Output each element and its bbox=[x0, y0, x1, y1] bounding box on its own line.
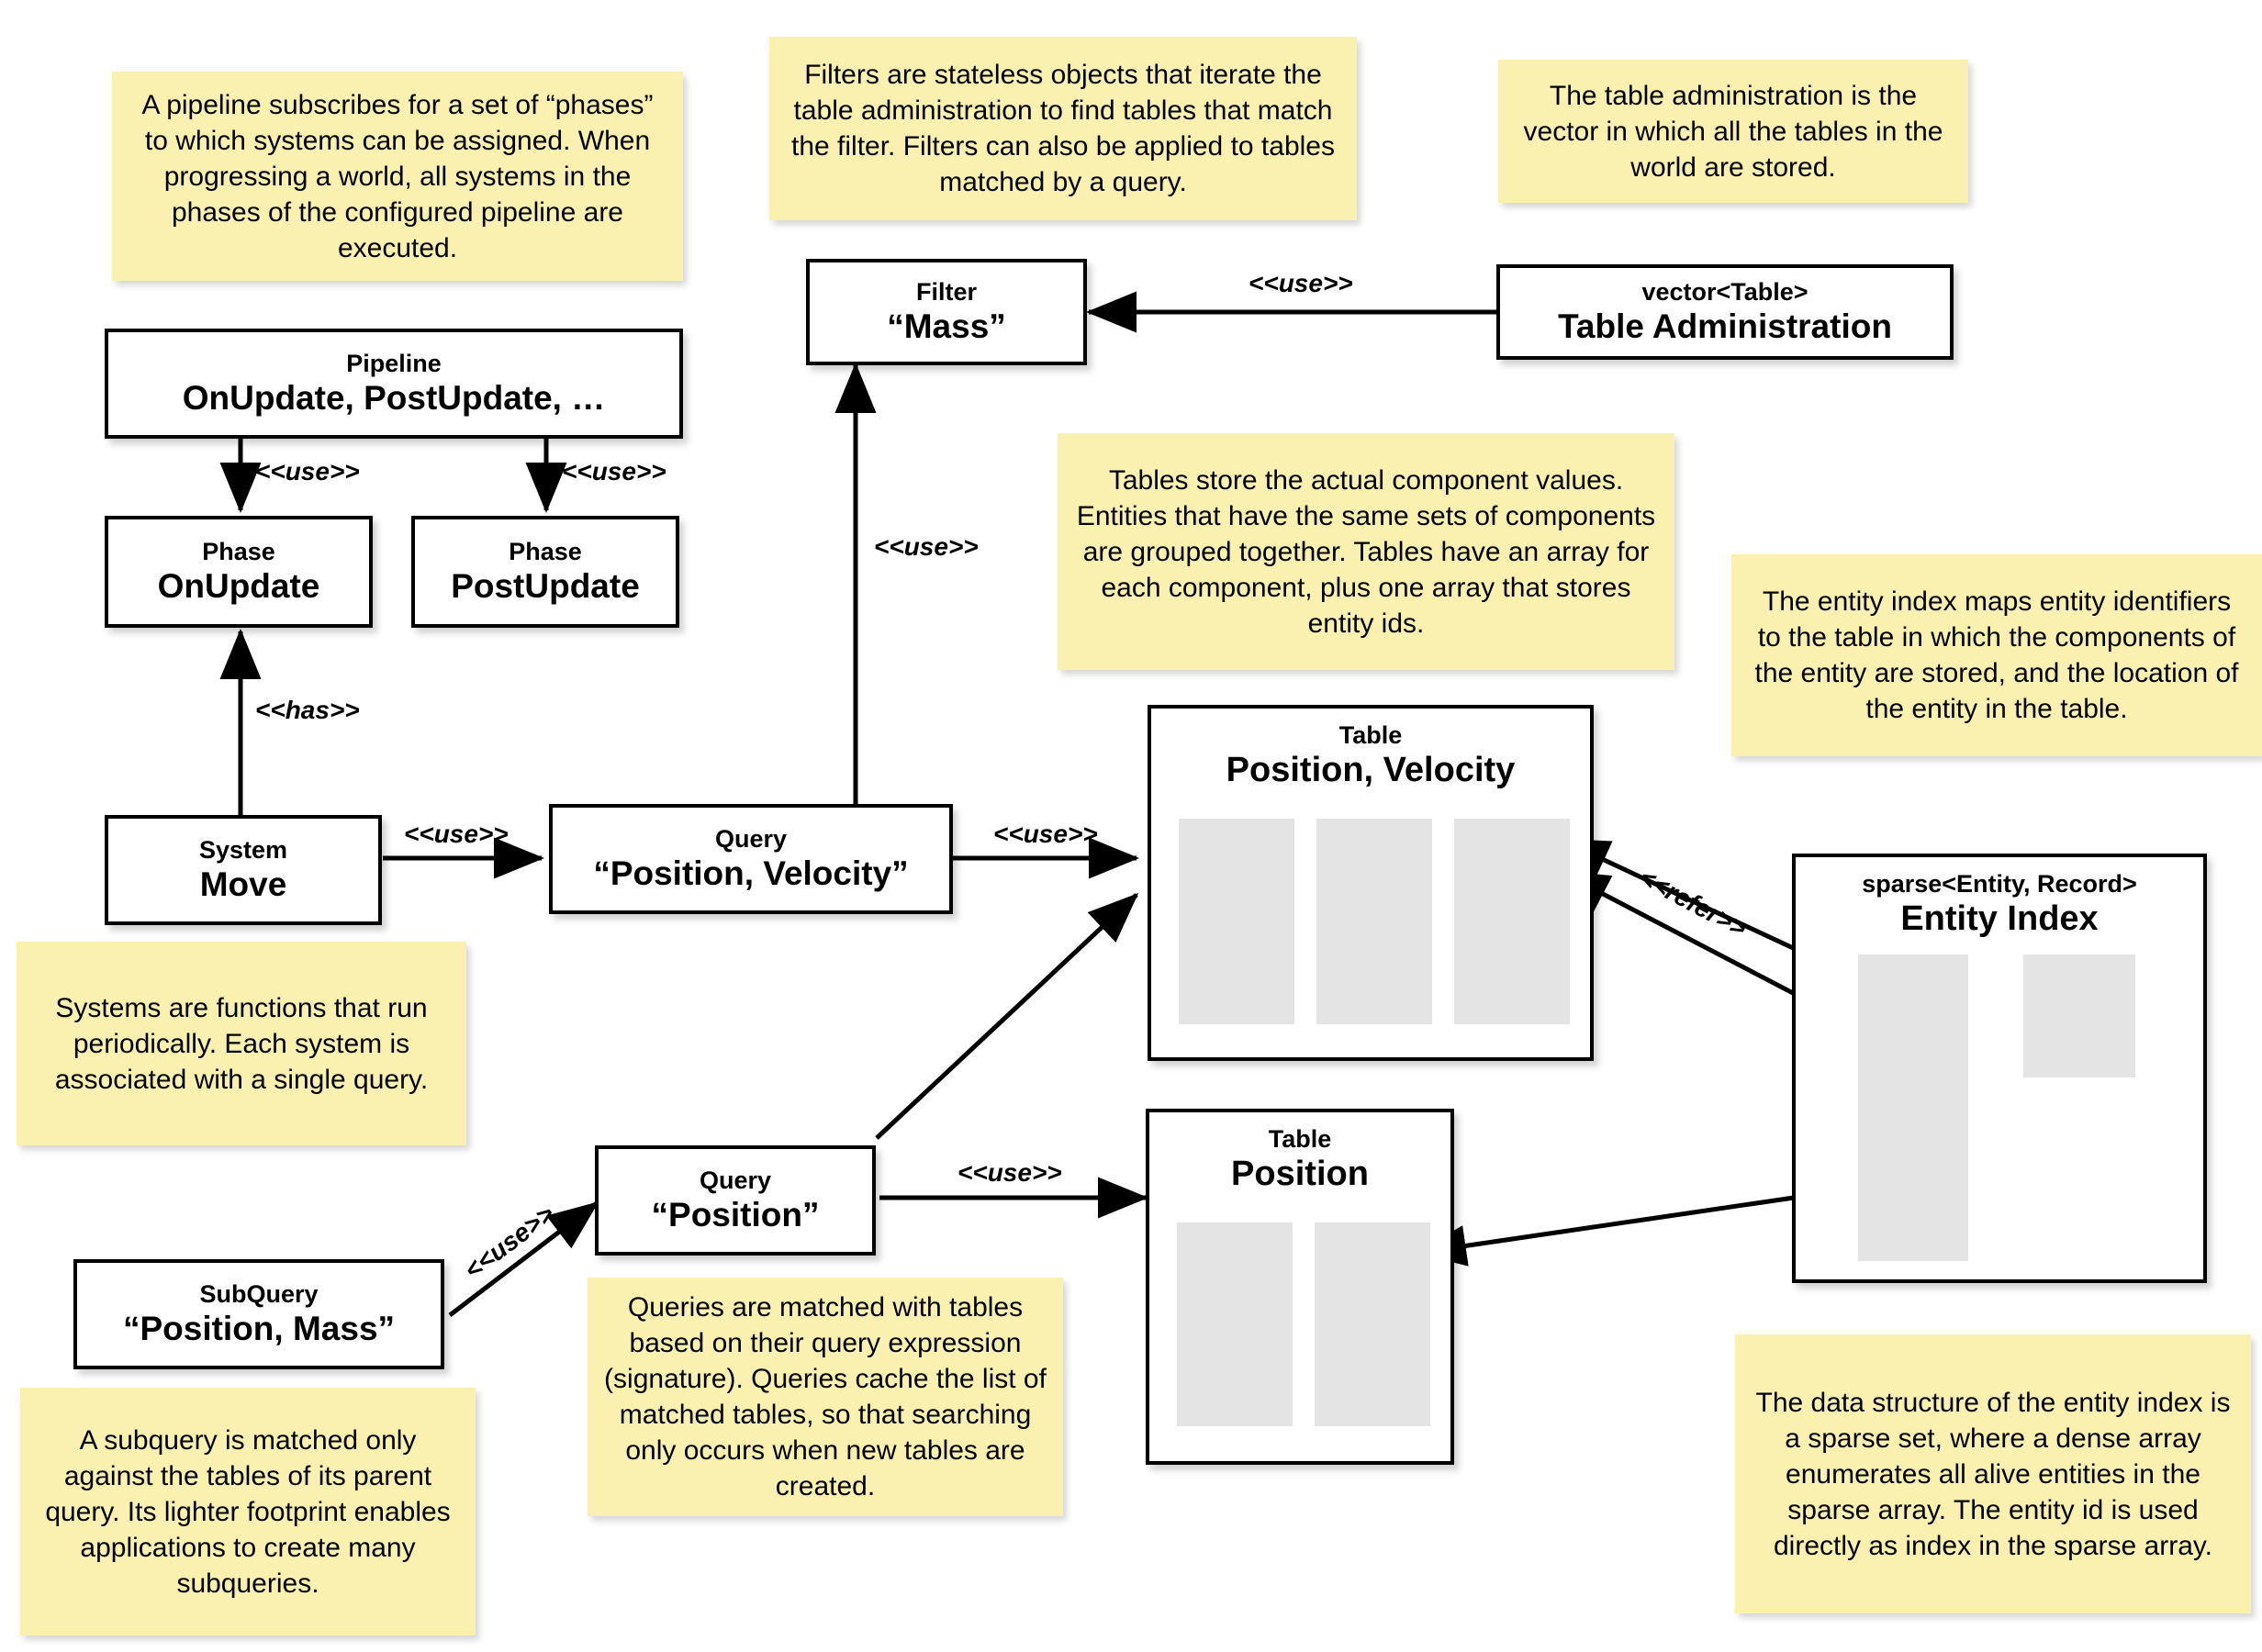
dense-array-column bbox=[2023, 954, 2135, 1077]
node-subquery-position-mass-stereotype: SubQuery bbox=[199, 1280, 319, 1309]
sparse-array-column bbox=[1858, 954, 1968, 1261]
note-tables: Tables store the actual component values… bbox=[1058, 433, 1674, 670]
node-table-position-stereotype: Table bbox=[1268, 1125, 1332, 1153]
node-entity-index[interactable]: sparse<Entity, Record> Entity Index bbox=[1792, 854, 2207, 1283]
table-position-velocity-arrays bbox=[1179, 819, 1570, 1024]
node-pipeline-title: OnUpdate, PostUpdate, … bbox=[182, 379, 606, 418]
note-queries: Queries are matched with tables based on… bbox=[588, 1278, 1063, 1516]
node-query-position-velocity-title: “Position, Velocity” bbox=[593, 854, 909, 893]
array-column bbox=[1177, 1222, 1293, 1426]
node-table-position[interactable]: Table Position bbox=[1146, 1109, 1454, 1465]
node-table-administration[interactable]: vector<Table> Table Administration bbox=[1496, 264, 1954, 360]
node-subquery-position-mass-title: “Position, Mass” bbox=[122, 1310, 396, 1348]
node-system-move-title: Move bbox=[199, 865, 287, 904]
node-filter-mass[interactable]: Filter “Mass” bbox=[806, 259, 1087, 365]
node-system-move-stereotype: System bbox=[198, 836, 288, 865]
node-table-position-velocity-stereotype: Table bbox=[1338, 721, 1403, 749]
node-system-move[interactable]: System Move bbox=[105, 815, 382, 925]
node-table-position-title: Position bbox=[1231, 1155, 1369, 1194]
array-column bbox=[1316, 819, 1432, 1024]
node-pipeline[interactable]: Pipeline OnUpdate, PostUpdate, … bbox=[105, 329, 683, 439]
edge-entityindex-to-table-p bbox=[1416, 1186, 1857, 1267]
edge-label-pipeline-to-postupdate: <<use>> bbox=[562, 457, 666, 486]
node-entity-index-title: Entity Index bbox=[1900, 899, 2099, 939]
node-table-position-velocity-title: Position, Velocity bbox=[1226, 751, 1516, 790]
node-query-position-velocity[interactable]: Query “Position, Velocity” bbox=[549, 804, 953, 914]
edge-label-pipeline-to-onupdate: <<use>> bbox=[255, 457, 360, 486]
node-table-administration-stereotype: vector<Table> bbox=[1641, 278, 1808, 307]
node-subquery-position-mass[interactable]: SubQuery “Position, Mass” bbox=[73, 1259, 444, 1369]
array-column bbox=[1179, 819, 1294, 1024]
node-pipeline-stereotype: Pipeline bbox=[346, 350, 442, 378]
node-phase-postupdate-title: PostUpdate bbox=[451, 567, 640, 606]
node-filter-mass-title: “Mass” bbox=[887, 307, 1006, 346]
edge-label-query-p-to-table-p: <<use>> bbox=[957, 1158, 1062, 1187]
node-query-position-velocity-stereotype: Query bbox=[714, 825, 788, 854]
node-query-position[interactable]: Query “Position” bbox=[595, 1145, 876, 1256]
edge-label-query-pv-to-filter: <<use>> bbox=[874, 532, 979, 561]
note-table-admin: The table administration is the vector i… bbox=[1498, 60, 1968, 203]
node-table-administration-title: Table Administration bbox=[1558, 307, 1892, 346]
node-filter-mass-stereotype: Filter bbox=[915, 278, 977, 307]
edge-label-system-to-phase: <<has>> bbox=[255, 696, 360, 724]
node-phase-postupdate-stereotype: Phase bbox=[509, 538, 582, 566]
node-query-position-title: “Position” bbox=[651, 1196, 820, 1234]
edge-label-system-to-query: <<use>> bbox=[404, 820, 509, 848]
note-filter: Filters are stateless objects that itera… bbox=[769, 37, 1357, 220]
node-table-position-velocity[interactable]: Table Position, Velocity bbox=[1148, 705, 1594, 1061]
array-column bbox=[1315, 1222, 1430, 1426]
node-phase-onupdate-stereotype: Phase bbox=[202, 538, 275, 566]
node-entity-index-stereotype: sparse<Entity, Record> bbox=[1862, 870, 2137, 898]
note-sparse-set: The data structure of the entity index i… bbox=[1735, 1334, 2251, 1613]
node-query-position-stereotype: Query bbox=[699, 1166, 772, 1195]
edge-label-tableadmin-to-filter: <<use>> bbox=[1249, 269, 1353, 297]
node-phase-postupdate[interactable]: Phase PostUpdate bbox=[411, 516, 679, 628]
edge-label-query-pv-to-table-pv: <<use>> bbox=[993, 820, 1098, 848]
table-position-arrays bbox=[1177, 1222, 1430, 1426]
note-pipeline: A pipeline subscribes for a set of “phas… bbox=[112, 72, 683, 281]
node-phase-onupdate[interactable]: Phase OnUpdate bbox=[105, 516, 373, 628]
note-entity-index: The entity index maps entity identifiers… bbox=[1731, 554, 2262, 756]
edge-query-p-to-table-pv bbox=[875, 892, 1139, 1140]
edge-label-subquery-to-query-p: <<use>> bbox=[459, 1199, 560, 1285]
array-column bbox=[1454, 819, 1570, 1024]
node-phase-onupdate-title: OnUpdate bbox=[157, 567, 320, 606]
note-subquery: A subquery is matched only against the t… bbox=[20, 1388, 476, 1635]
edge-label-entityindex-to-table-pv: <<refer>> bbox=[1634, 863, 1752, 943]
note-systems: Systems are functions that run periodica… bbox=[17, 942, 466, 1145]
